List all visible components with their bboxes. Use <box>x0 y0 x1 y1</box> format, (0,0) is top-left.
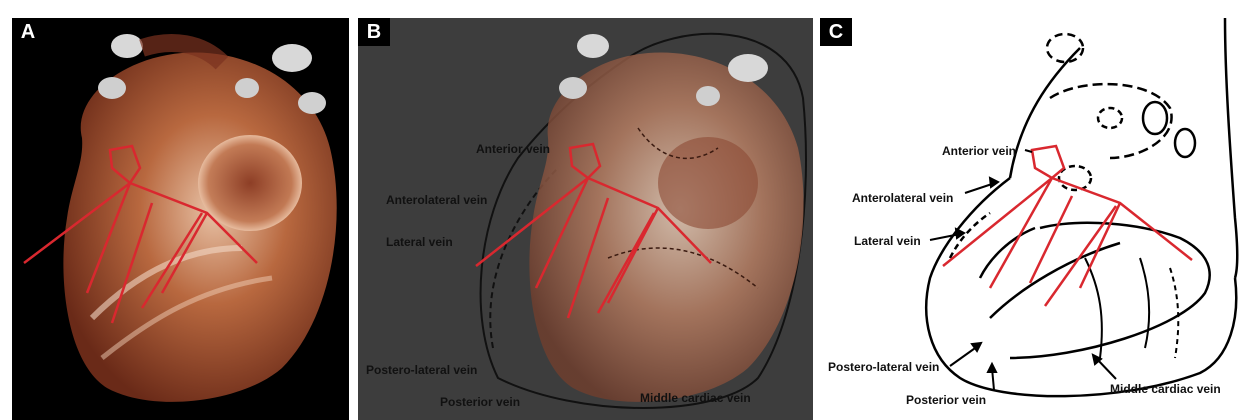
label-lateral-vein: Lateral vein <box>854 234 921 248</box>
heart-render-a <box>12 18 349 420</box>
vessel-stump <box>728 54 768 82</box>
label-postero-lateral-vein: Postero-lateral vein <box>366 363 477 377</box>
vessel-stump <box>298 92 326 114</box>
vessel-stump <box>235 78 259 98</box>
vessel-stump <box>577 34 609 58</box>
label-anterior-vein: Anterior vein <box>476 142 550 156</box>
vessel-stump <box>98 77 126 99</box>
vessel-stump <box>111 34 143 58</box>
vessel-stump <box>559 77 587 99</box>
label-postero-lateral-vein: Postero-lateral vein <box>828 360 939 374</box>
label-anterolateral-vein: Anterolateral vein <box>386 193 487 207</box>
heart-render-b <box>358 18 813 420</box>
panel-c: C Anterior vein Anterolateral vein Later… <box>820 18 1246 420</box>
vessel-stump <box>272 44 312 72</box>
heart-outline <box>926 18 1237 396</box>
panel-a-tag: A <box>12 18 44 46</box>
label-anterior-vein: Anterior vein <box>942 144 1016 158</box>
vessel-stump <box>696 86 720 106</box>
panel-b: B Anterior vein Anterolateral vein Later… <box>358 18 813 420</box>
heart-body <box>529 52 803 401</box>
label-middle-cardiac-vein: Middle cardiac vein <box>1110 382 1221 396</box>
label-middle-cardiac-vein: Middle cardiac vein <box>640 391 751 405</box>
label-posterior-vein: Posterior vein <box>440 395 520 409</box>
label-lateral-vein: Lateral vein <box>386 235 453 249</box>
vein-overlay-c <box>943 146 1192 306</box>
label-posterior-vein: Posterior vein <box>906 393 986 407</box>
label-anterolateral-vein: Anterolateral vein <box>852 191 953 205</box>
ventricle <box>198 135 302 231</box>
panel-a: A <box>12 18 349 420</box>
panel-c-tag: C <box>820 18 852 46</box>
ventricle <box>658 137 758 229</box>
panel-b-tag: B <box>358 18 390 46</box>
